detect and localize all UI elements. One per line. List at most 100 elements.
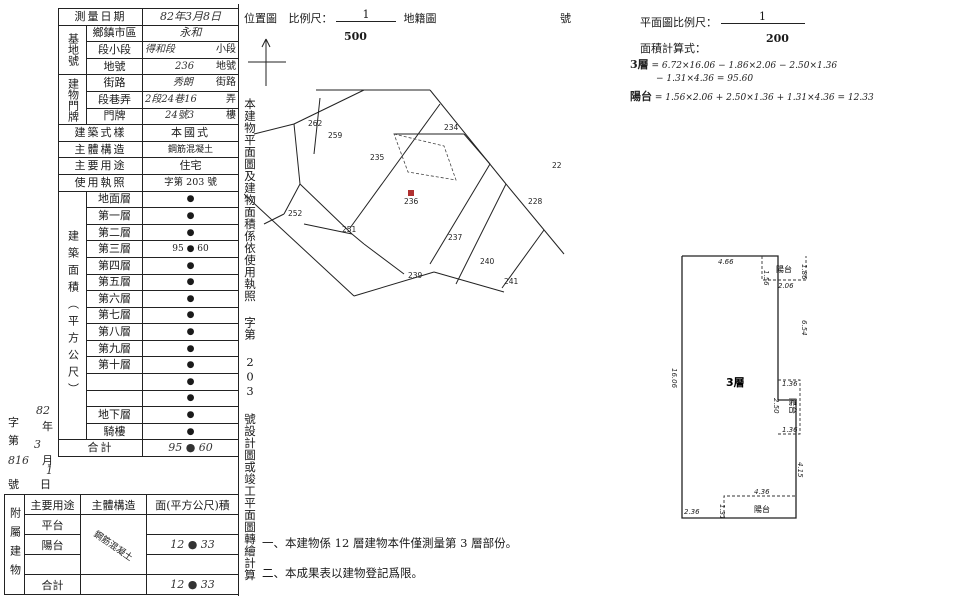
total-value: 95 ● 60 bbox=[142, 439, 239, 458]
floor-plan-scale-den: 200 bbox=[766, 32, 789, 45]
side-day-label: 日 bbox=[40, 478, 51, 491]
survey-date-label: 測量日期 bbox=[58, 8, 143, 26]
floor-area: ● bbox=[142, 406, 239, 424]
calc-floor3-line2: − 1.31×4.36 = 95.60 bbox=[656, 74, 754, 84]
floor-plan: 4.66 1.56 1.86 2.06 6.54 16.06 1.36 2.50… bbox=[670, 255, 808, 520]
dim-4-66: 4.66 bbox=[718, 258, 734, 266]
dim-1-56: 1.56 bbox=[762, 270, 770, 286]
floor-area: ● bbox=[142, 389, 239, 408]
parcel-22: 22 bbox=[552, 161, 562, 170]
side-di: 第 bbox=[8, 434, 19, 447]
notes: 一、本建物係 12 層建物本件僅測量第 3 層部份。 二、本成果表以建物登記爲限… bbox=[262, 528, 517, 588]
floor-name: 第四層 bbox=[86, 256, 143, 275]
structure-label: 主體構造 bbox=[58, 140, 143, 159]
dim-16-06: 16.06 bbox=[670, 368, 678, 389]
floor-area: ● bbox=[142, 373, 239, 391]
floor-name: 第七層 bbox=[86, 306, 143, 325]
parcel-234: 234 bbox=[444, 123, 459, 132]
calc-balcony-line: = 1.56×2.06 + 2.50×1.36 + 1.31×4.36 = 12… bbox=[654, 93, 874, 103]
lane-cell: 2段24巷16 弄 bbox=[142, 90, 239, 109]
attach-total-label: 合計 bbox=[24, 574, 81, 595]
attach-group-label: 附屬建物 bbox=[4, 494, 25, 595]
balcony-label-right: 陽台 bbox=[788, 398, 798, 414]
floor-area: 95 ● 60 bbox=[142, 240, 239, 258]
use-value: 住宅 bbox=[142, 157, 239, 175]
section-cell: 得和段 小段 bbox=[142, 41, 239, 59]
calc-floor3-line1: = 6.72×16.06 − 1.86×2.06 − 2.50×1.36 bbox=[651, 61, 838, 71]
side-month-label: 月 bbox=[42, 454, 53, 467]
parcel-241: 241 bbox=[504, 277, 519, 286]
dim-6-54: 6.54 bbox=[800, 320, 808, 336]
floor-area: ● bbox=[142, 223, 239, 242]
side-month: 3 bbox=[34, 438, 41, 451]
note-2: 二、本成果表以建物登記爲限。 bbox=[262, 566, 423, 580]
floor-area: ● bbox=[142, 190, 239, 209]
dim-1-36-top: 1.36 bbox=[782, 380, 798, 388]
floor-name: 第八層 bbox=[86, 323, 143, 341]
lane-label: 段巷弄 bbox=[86, 90, 143, 109]
vertical-statement: 本建物平面圖及建物面積係依使用執照 字第 203 號設計圖或竣工平面圖轉繪計算 bbox=[243, 98, 257, 581]
parcel-262: 262 bbox=[308, 119, 323, 128]
dim-4-36: 4.36 bbox=[754, 488, 770, 496]
note-1: 一、本建物係 12 層建物本件僅測量第 3 層部份。 bbox=[262, 536, 518, 550]
floor-plan-outline bbox=[681, 255, 797, 519]
attach-use-2 bbox=[24, 554, 81, 575]
location-scale-den: 500 bbox=[344, 30, 367, 43]
total-label: 合計 bbox=[58, 439, 143, 458]
attach-area-0 bbox=[146, 514, 239, 535]
street-value: 秀朗 bbox=[173, 77, 193, 89]
side-num: 816 bbox=[8, 454, 29, 467]
parcel-239: 239 bbox=[408, 271, 423, 280]
street-suffix: 街路 bbox=[216, 77, 236, 89]
lot-label: 地號 bbox=[86, 57, 143, 76]
parcel-237: 237 bbox=[448, 233, 463, 242]
attachment-table: 附屬建物 主要用途 主體構造 面(平方公尺)積 平台 鋼筋混凝土 陽台 12 ●… bbox=[4, 494, 239, 595]
attach-use-0: 平台 bbox=[24, 514, 81, 535]
city-label: 鄉鎮市區 bbox=[86, 24, 143, 43]
side-year: 82 bbox=[36, 404, 50, 417]
floor-area: ● bbox=[142, 422, 239, 441]
floor-area: ● bbox=[142, 273, 239, 292]
attach-struct-header: 主體構造 bbox=[80, 494, 147, 515]
calc-floor3-label: 3層 bbox=[630, 58, 649, 71]
parcel-259: 259 bbox=[328, 131, 343, 140]
floor-name: 騎樓 bbox=[86, 422, 143, 441]
floor-plan-scale-label: 平面圖比例尺： bbox=[640, 16, 717, 29]
style-value: 本國式 bbox=[142, 124, 239, 142]
floor-name: 第十層 bbox=[86, 356, 143, 375]
balcony-label-top: 陽台 bbox=[776, 264, 792, 274]
address-group-label: 建物門牌 bbox=[58, 74, 87, 126]
floor-name: 第三層 bbox=[86, 240, 143, 258]
lot-suffix: 地號 bbox=[216, 60, 236, 72]
site-group-label: 基地號 bbox=[58, 24, 87, 76]
door-label: 門牌 bbox=[86, 107, 143, 126]
lot-cell: 236 地號 bbox=[142, 57, 239, 76]
street-label: 街路 bbox=[86, 74, 143, 92]
area-calc-label: 面積計算式： bbox=[640, 42, 706, 55]
lane-value: 2段24巷16 bbox=[145, 93, 197, 105]
dim-2-06: 2.06 bbox=[778, 282, 794, 290]
permit-label: 使用執照 bbox=[58, 173, 143, 192]
floor-area: ● bbox=[142, 306, 239, 325]
attach-area-header: 面(平方公尺)積 bbox=[146, 494, 239, 515]
floor-name: 地面層 bbox=[86, 190, 143, 209]
dim-1-86: 1.86 bbox=[800, 264, 808, 280]
lane-suffix: 弄 bbox=[226, 93, 236, 105]
location-map-title: 位置圖 bbox=[244, 12, 277, 25]
floor-name: 第二層 bbox=[86, 223, 143, 242]
floor-area: ● bbox=[142, 256, 239, 275]
side-zi: 字 bbox=[8, 416, 19, 429]
location-scale-label: 比例尺： bbox=[288, 12, 333, 25]
floor-plan-floor-label: 3層 bbox=[726, 376, 745, 389]
registration-table: 測量日期 82年3月8日 基地號 鄉鎮市區 永和 段小段 得和段 小段 地號 2… bbox=[58, 8, 239, 458]
floor-name bbox=[86, 389, 143, 408]
floor-plan-scale-num: 1 bbox=[720, 10, 805, 24]
floors-group-label: 建築面積（平方公尺） bbox=[58, 190, 87, 441]
parcel-235: 235 bbox=[370, 153, 385, 162]
floor-plan-scale-row: 平面圖比例尺： 1 bbox=[640, 10, 805, 30]
location-scale-num: 1 bbox=[336, 8, 396, 22]
side-day: 1 bbox=[46, 464, 53, 477]
survey-date-value: 82年3月8日 bbox=[142, 8, 239, 26]
area-calculation: 3層 = 6.72×16.06 − 1.86×2.06 − 2.50×1.36 … bbox=[630, 58, 874, 105]
attach-use-header: 主要用途 bbox=[24, 494, 81, 515]
